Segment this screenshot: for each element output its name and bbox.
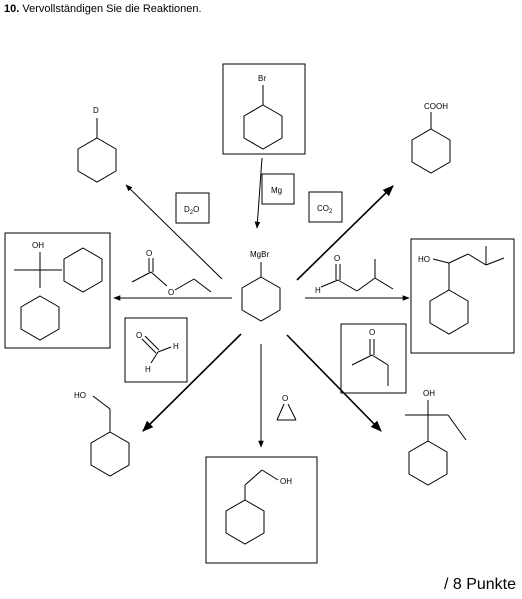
points-label: / 8 Punkte [443, 576, 516, 593]
cyclohexylmagnesium-bromide: MgBr [241, 250, 281, 322]
d2o-label: D2O [184, 205, 199, 216]
aldehyde-h-label: H [315, 286, 321, 295]
bromocyclohexane: Br [243, 74, 283, 150]
exercise-instruction: Vervollständigen Sie die Reaktionen. [22, 3, 202, 15]
dicyclohexylethanol: OH [14, 241, 103, 341]
aldehyde-o-label: O [334, 254, 340, 263]
deuterocyclohexane: D [77, 106, 117, 183]
br-label: Br [258, 74, 266, 83]
ethyl-acetate: O O [131, 249, 212, 297]
ester-carbonyl-o: O [146, 249, 152, 258]
oh-label-left: OH [32, 241, 44, 250]
cyclohexylethanol: OH [225, 469, 292, 545]
arrow-co2 [296, 185, 394, 281]
cyclohexylmethanol: HO [74, 391, 130, 477]
reagent-box-co2 [308, 191, 343, 223]
arrow-d2o [125, 184, 223, 280]
cyclohexanecarboxylic-acid: COOH [411, 102, 451, 174]
starting-material-box [222, 63, 306, 155]
formaldehyde-h2: H [145, 365, 151, 374]
ester-ether-o: O [168, 288, 174, 297]
formaldehyde-o-label: O [136, 331, 142, 340]
cyclohexyl-butanol: OH [405, 389, 467, 486]
ethylene-oxide: O [276, 394, 297, 421]
butanone-o-label: O [369, 328, 375, 337]
reagent-box-mg [261, 173, 295, 205]
arrow-butanone [286, 334, 382, 432]
product-box-epoxide [205, 456, 318, 564]
isovaleraldehyde: H O [315, 254, 394, 295]
ho-label-right: HO [418, 255, 430, 264]
epoxide-o-label: O [282, 394, 288, 403]
product-box-ester [4, 232, 111, 349]
product-box-aldehyde [410, 238, 515, 354]
cooh-label: COOH [424, 102, 448, 111]
mgbr-label: MgBr [250, 250, 269, 259]
exercise-number: 10. [4, 3, 20, 15]
arrow-formaldehyde [142, 333, 242, 432]
oh-label-bottom: OH [280, 477, 292, 486]
arrow-mg [254, 157, 263, 229]
co2-label: CO2 [317, 204, 333, 215]
formaldehyde: O H H [136, 331, 179, 374]
exercise-heading: 10. Vervollständigen Sie die Reaktionen. [4, 3, 202, 15]
formaldehyde-h1: H [173, 342, 179, 351]
reagent-box-d2o [175, 192, 210, 224]
butanone: O [351, 328, 389, 386]
mg-label: Mg [271, 186, 282, 195]
reagent-box-formaldehyde [124, 317, 188, 383]
cyclohexyl-methylbutanol: HO [418, 246, 505, 335]
oh-label-bottomright: OH [423, 389, 435, 398]
reagent-box-butanone [340, 323, 407, 394]
d-label: D [93, 106, 99, 115]
ho-label-bottomleft: HO [74, 391, 86, 400]
